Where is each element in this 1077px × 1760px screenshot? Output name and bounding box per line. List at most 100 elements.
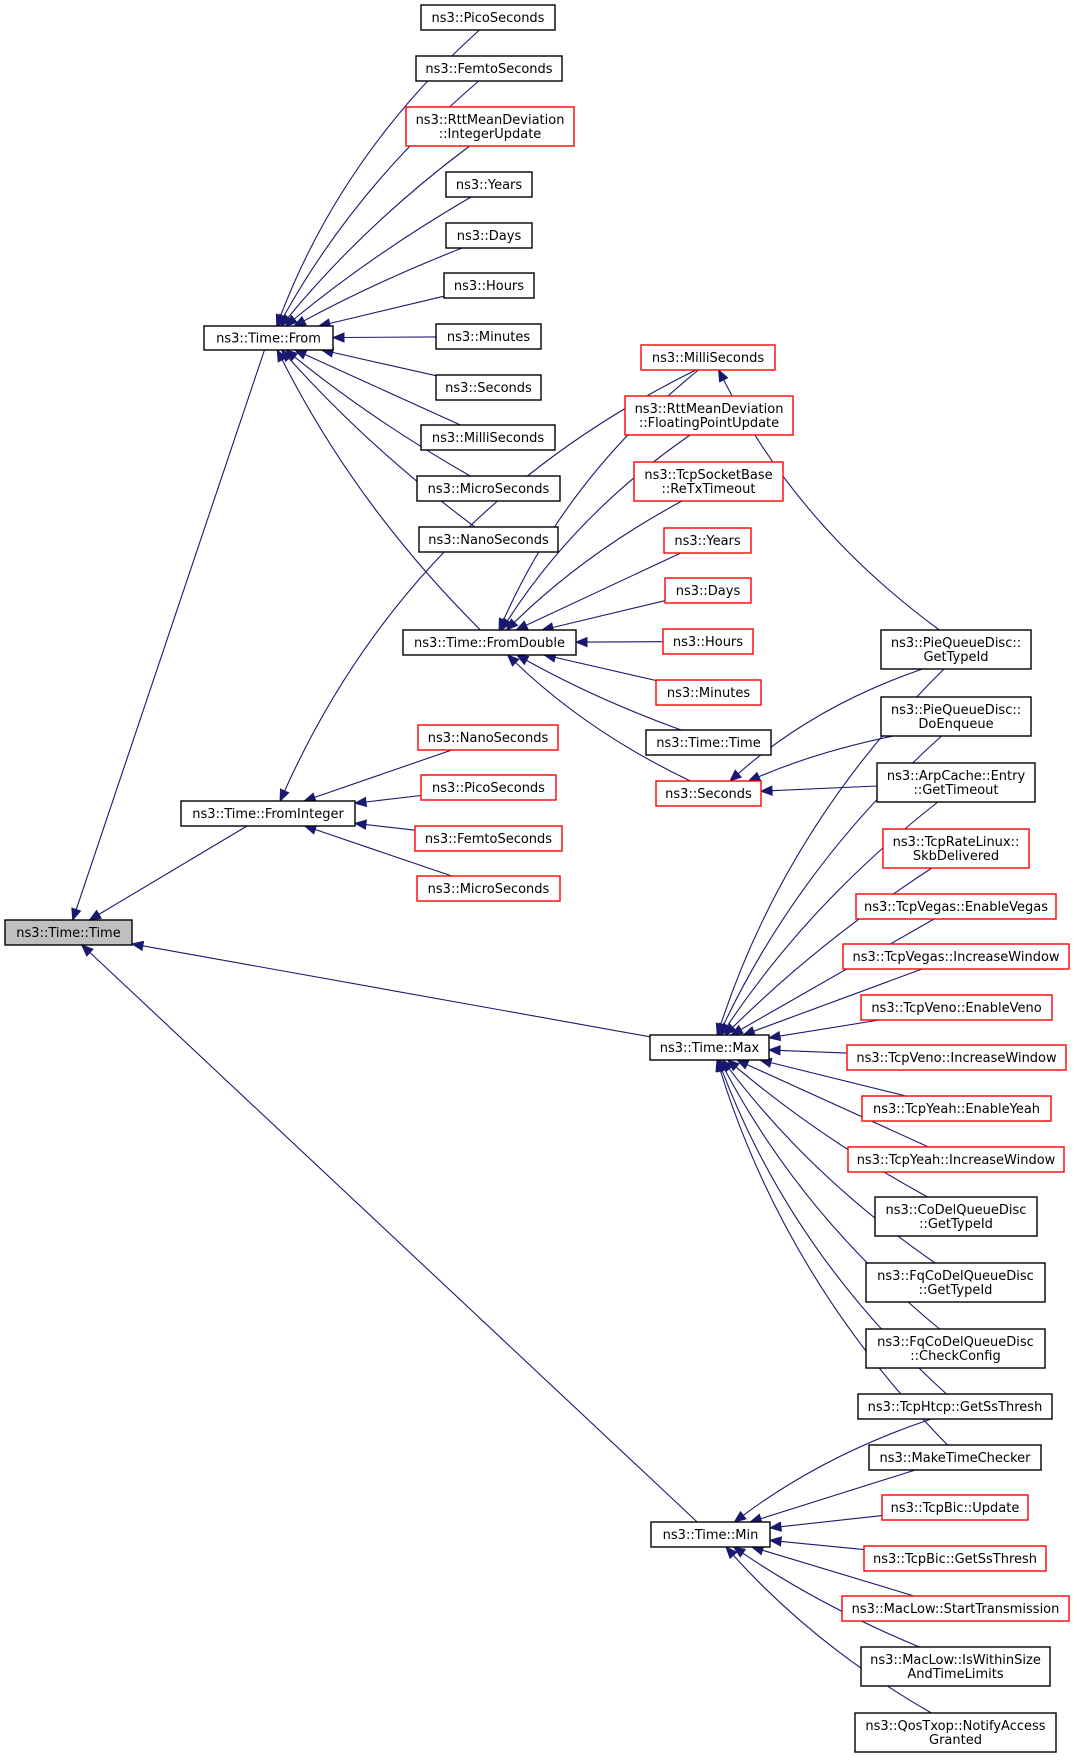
edge-min-to-root [89,952,698,1523]
node-max[interactable]: ns3::Time::Max [649,1034,770,1061]
node-veno_inc[interactable]: ns3::TcpVeno::IncreaseWindow [846,1044,1067,1071]
node-yeah_inc[interactable]: ns3::TcpYeah::IncreaseWindow [847,1146,1065,1173]
node-box [857,1393,1053,1420]
node-d_milli[interactable]: ns3::MilliSeconds [640,344,776,371]
node-label: ::GetTimeout [913,783,998,798]
node-f_rttint[interactable]: ns3::RttMeanDeviation::IntegerUpdate [405,106,575,147]
node-box [880,629,1032,670]
node-fq_check[interactable]: ns3::FqCoDelQueueDisc::CheckConfig [865,1328,1046,1369]
node-min[interactable]: ns3::Time::Min [650,1521,771,1548]
node-d_timetime[interactable]: ns3::Time::Time [645,729,772,756]
node-bic_ss[interactable]: ns3::TcpBic::GetSsThresh [863,1545,1047,1572]
node-label: GetTypeId [923,650,988,665]
node-box [435,374,542,401]
node-label: ns3::TcpVegas::EnableVegas [864,900,1048,915]
node-label: ::GetTypeId [919,1283,993,1298]
node-box [415,55,563,82]
edge-bic_ss-to-min [780,1540,865,1551]
node-f_pico[interactable]: ns3::PicoSeconds [420,4,556,31]
node-fromdouble[interactable]: ns3::Time::FromDouble [402,629,577,656]
node-label: ns3::Time::Time [16,926,120,941]
arrowhead-f_rttint-to-from [280,313,293,328]
node-codel[interactable]: ns3::CoDelQueueDisc::GetTypeId [874,1196,1038,1237]
node-d_years[interactable]: ns3::Years [663,527,752,554]
node-vegas_inc[interactable]: ns3::TcpVegas::IncreaseWindow [842,943,1070,970]
node-d_retx[interactable]: ns3::TcpSocketBase::ReTxTimeout [633,461,784,502]
node-label: ::ReTxTimeout [662,482,756,497]
node-box [881,1494,1029,1521]
node-label: ns3::TcpVegas::IncreaseWindow [852,950,1059,965]
node-i_micro[interactable]: ns3::MicroSeconds [416,875,561,902]
node-d_seconds[interactable]: ns3::Seconds [655,780,762,807]
node-label: ns3::Minutes [447,330,530,345]
node-bic_up[interactable]: ns3::TcpBic::Update [881,1494,1029,1521]
node-box [854,1712,1057,1753]
node-f_seconds[interactable]: ns3::Seconds [435,374,542,401]
node-box [418,526,559,553]
node-i_nano[interactable]: ns3::NanoSeconds [417,724,559,751]
node-pie_enq[interactable]: ns3::PieQueueDisc::DoEnqueue [880,696,1032,737]
node-f_hours[interactable]: ns3::Hours [443,272,535,299]
node-pie_typeid[interactable]: ns3::PieQueueDisc::GetTypeId [880,629,1032,670]
edge-d_rttfp-to-fromdouble [507,434,691,621]
arrowhead-htcp-to-min [733,1510,747,1523]
node-veno_en[interactable]: ns3::TcpVeno::EnableVeno [860,994,1053,1021]
node-label: ns3::MicroSeconds [428,882,550,897]
node-d_days[interactable]: ns3::Days [664,577,752,604]
node-box [420,4,556,31]
edge-mtc-to-max [719,1070,948,1446]
edge-i_pico-to-frominteger [365,794,422,803]
node-yeah_en[interactable]: ns3::TcpYeah::EnableYeah [861,1095,1052,1122]
node-frominteger[interactable]: ns3::Time::FromInteger [180,800,356,827]
node-label: ns3::CoDelQueueDisc [886,1203,1027,1218]
node-label: ns3::TcpYeah::EnableYeah [873,1102,1040,1117]
node-mtc[interactable]: ns3::MakeTimeChecker [868,1444,1042,1471]
edge-f_nano-to-from [288,357,476,528]
edge-i_nano-to-frominteger [314,749,452,798]
arrowhead-fromdouble-to-from [276,348,288,363]
node-d_hours[interactable]: ns3::Hours [662,628,754,655]
node-from[interactable]: ns3::Time::From [203,325,334,351]
node-f_femto[interactable]: ns3::FemtoSeconds [415,55,563,82]
node-box [416,475,561,502]
edge-qos-to-min [732,1554,932,1714]
arrowhead-from-to-root [71,907,82,922]
node-label: ns3::TcpHtcp::GetSsThresh [868,1400,1043,1415]
node-root: ns3::Time::Time [4,919,133,946]
edge-mac_start-to-min [762,1549,915,1597]
node-box [655,679,762,706]
node-htcp[interactable]: ns3::TcpHtcp::GetSsThresh [857,1393,1053,1420]
node-d_rttfp[interactable]: ns3::RttMeanDeviation::FloatingPointUpda… [624,395,794,436]
node-label: ns3::RttMeanDeviation [635,402,784,417]
node-box [624,395,794,436]
node-mac_start[interactable]: ns3::MacLow::StartTransmission [841,1595,1070,1622]
node-i_femto[interactable]: ns3::FemtoSeconds [414,825,563,852]
node-f_micro[interactable]: ns3::MicroSeconds [416,475,561,502]
node-fq_typeid[interactable]: ns3::FqCoDelQueueDisc::GetTypeId [865,1262,1046,1303]
node-f_years[interactable]: ns3::Years [445,171,533,198]
node-f_minutes[interactable]: ns3::Minutes [435,323,542,350]
edge-max-to-root [142,945,651,1038]
node-f_milli[interactable]: ns3::MilliSeconds [420,424,556,451]
arrowhead-d_milli-to-frominteger [279,788,290,803]
node-f_nano[interactable]: ns3::NanoSeconds [418,526,559,553]
node-box [865,1328,1046,1369]
node-d_minutes[interactable]: ns3::Minutes [655,679,762,706]
edge-i_femto-to-frominteger [365,824,416,831]
edge-f_days-to-from [303,247,463,322]
node-i_pico[interactable]: ns3::PicoSeconds [420,774,557,801]
node-arp[interactable]: ns3::ArpCache::Entry::GetTimeout [876,762,1036,803]
node-label: ns3::Hours [454,279,524,294]
node-label: ns3::MicroSeconds [428,482,550,497]
node-f_days[interactable]: ns3::Days [445,222,533,249]
node-label: ns3::TcpVeno::IncreaseWindow [856,1051,1057,1066]
node-label: ns3::Years [674,534,741,549]
node-box [402,629,577,656]
node-box [445,171,533,198]
node-vegas_en[interactable]: ns3::TcpVegas::EnableVegas [855,893,1057,920]
node-box [445,222,533,249]
edge-f_seconds-to-from [332,351,437,377]
node-ratelinux[interactable]: ns3::TcpRateLinux::SkbDelivered [882,828,1030,869]
